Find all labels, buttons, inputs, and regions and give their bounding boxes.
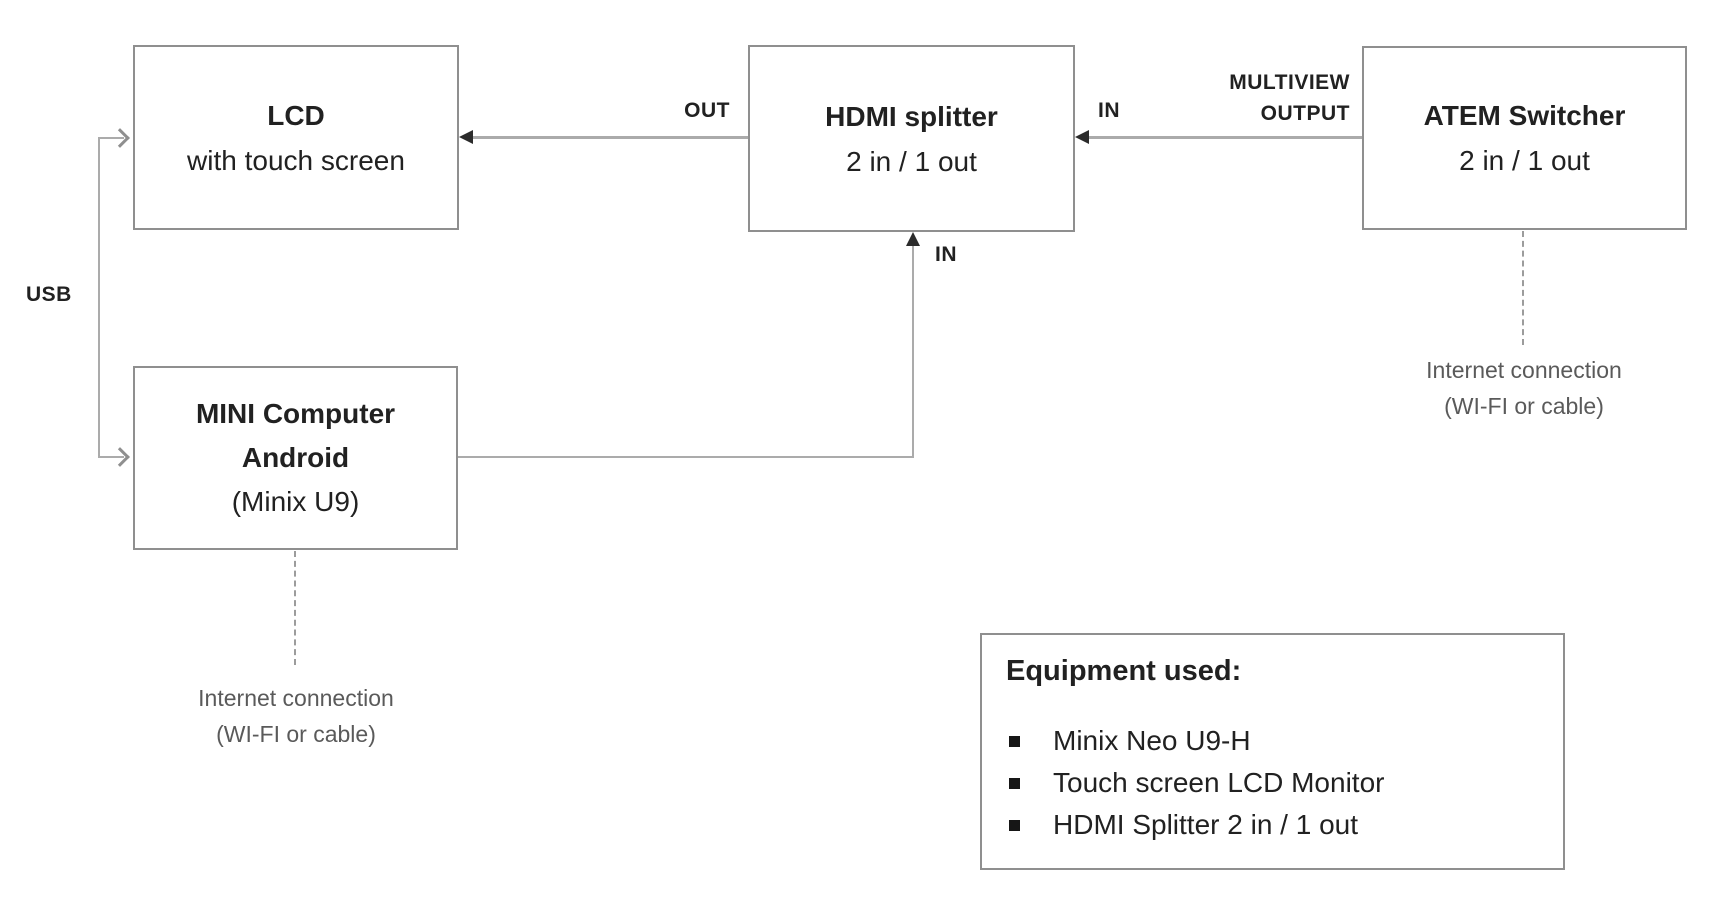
lcd-title: LCD <box>267 99 325 131</box>
arrowhead-into-lcd-left-icon <box>110 128 130 148</box>
dashed-connector-mini-internet <box>294 551 296 665</box>
mini-computer-subtitle: (Minix U9) <box>231 486 360 517</box>
multiview-output-label: MULTIVIEW OUTPUT <box>1150 67 1350 129</box>
bullet-icon <box>1009 777 1020 789</box>
hdmi-splitter-subtitle: 2 in / 1 out <box>846 145 977 177</box>
usb-bracket-top-stub <box>98 137 124 139</box>
internet-note-atem-line2: (WI-FI or cable) <box>1444 393 1604 419</box>
multiview-label-line2: OUTPUT <box>1260 102 1350 125</box>
equipment-list: Minix Neo U9-H Touch screen LCD Monitor … <box>1006 720 1545 846</box>
lcd-node: LCD with touch screen <box>133 45 459 230</box>
atem-switcher-node: ATEM Switcher 2 in / 1 out <box>1362 46 1687 230</box>
mini-computer-title-line2: Android <box>241 442 350 473</box>
connector-splitter-to-lcd <box>470 136 748 139</box>
out-label: OUT <box>684 99 730 122</box>
atem-switcher-subtitle: 2 in / 1 out <box>1459 145 1590 176</box>
internet-note-atem-line1: Internet connection <box>1426 357 1622 383</box>
arrowhead-into-splitter-right-icon <box>1075 130 1089 144</box>
hdmi-splitter-node: HDMI splitter 2 in / 1 out <box>748 45 1075 232</box>
arrowhead-into-lcd-icon <box>459 130 473 144</box>
internet-note-mini-line2: (WI-FI or cable) <box>216 721 376 747</box>
internet-note-mini: Internet connection (WI-FI or cable) <box>146 680 446 752</box>
multiview-label-line1: MULTIVIEW <box>1229 71 1350 94</box>
mini-computer-title: MINI Computer <box>195 398 396 429</box>
in-label-splitter-right: IN <box>1098 99 1120 122</box>
usb-bracket-vertical <box>98 137 100 458</box>
equipment-title: Equipment used: <box>1006 655 1242 687</box>
in-label-splitter-bottom: IN <box>935 243 957 266</box>
dashed-connector-atem-internet <box>1522 231 1524 345</box>
connector-atem-to-splitter <box>1086 136 1362 139</box>
usb-label: USB <box>26 283 72 306</box>
hdmi-splitter-title: HDMI splitter <box>825 100 998 132</box>
connector-mini-horizontal <box>458 456 914 458</box>
equipment-item-label: Minix Neo U9-H <box>1053 725 1251 756</box>
lcd-subtitle: with touch screen <box>187 144 405 176</box>
equipment-item: HDMI Splitter 2 in / 1 out <box>1006 804 1545 846</box>
usb-bracket-bottom-stub <box>98 456 124 458</box>
bullet-icon <box>1009 735 1020 747</box>
arrowhead-into-splitter-bottom-icon <box>906 232 920 246</box>
equipment-item-label: Touch screen LCD Monitor <box>1053 767 1385 798</box>
equipment-item: Minix Neo U9-H <box>1006 720 1545 762</box>
bullet-icon <box>1009 819 1020 831</box>
mini-computer-node: MINI Computer Android (Minix U9) <box>133 366 458 550</box>
connector-mini-vertical <box>912 244 914 458</box>
equipment-panel: Equipment used: Minix Neo U9-H Touch scr… <box>980 633 1565 870</box>
equipment-item: Touch screen LCD Monitor <box>1006 762 1545 804</box>
equipment-item-label: HDMI Splitter 2 in / 1 out <box>1053 809 1359 840</box>
atem-switcher-title: ATEM Switcher <box>1423 100 1626 131</box>
internet-note-mini-line1: Internet connection <box>198 685 394 711</box>
internet-note-atem: Internet connection (WI-FI or cable) <box>1374 352 1674 424</box>
arrowhead-into-mini-left-icon <box>110 447 130 467</box>
